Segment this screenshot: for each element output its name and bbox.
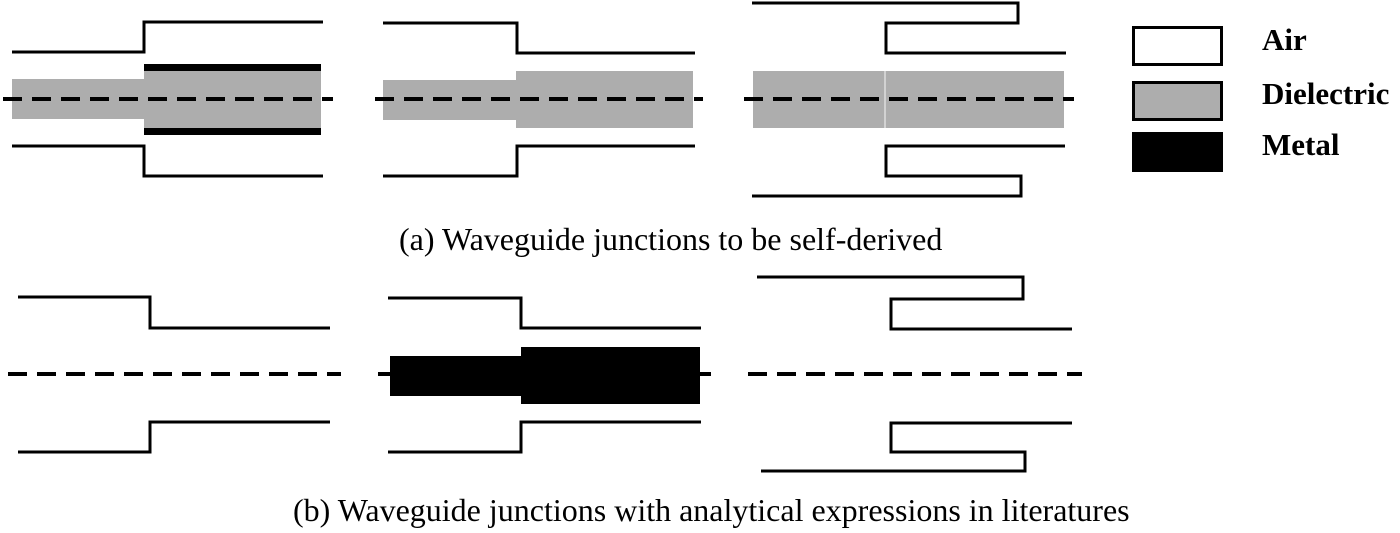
legend-swatch-metal [1132,132,1223,172]
bottom-wall [12,144,323,178]
dielectric-slab-wide [144,71,321,128]
metal-fin-wide [521,347,700,404]
legend-label-dielectric: Dielectric [1262,76,1390,111]
legend-swatch-air [1132,26,1223,66]
legend-label-air: Air [1262,22,1307,57]
diagram-b2-metal-fin-step-junction [378,296,711,454]
bottom-wall [761,421,1072,473]
bottom-wall [383,144,695,178]
caption-b: (b) Waveguide junctions with analytical … [293,492,1130,528]
top-wall [12,20,323,54]
top-wall [388,296,701,330]
diagram-b1-step-junction-air [8,295,341,454]
bottom-wall [752,144,1065,198]
diagram-b3-overlap-junction-air [748,275,1082,473]
caption-a: (a) Waveguide junctions to be self-deriv… [399,221,943,257]
top-wall [18,295,330,330]
metal-cladding-bottom [144,128,321,135]
diagram-a2-step-junction-dielectric-step [375,21,703,178]
metal-cladding-top [144,64,321,71]
bottom-wall [388,420,701,454]
diagram-a1-step-junction-dielectric-metal-clad [3,20,333,178]
legend-label-metal: Metal [1262,127,1340,162]
dielectric-slab-wide [516,71,693,128]
diagram-a3-overlap-junction-dielectric [744,1,1074,198]
legend-swatch-dielectric [1132,81,1223,121]
bottom-wall [18,420,330,454]
metal-fin-narrow [390,356,521,396]
top-wall [757,275,1072,331]
top-wall [383,21,695,55]
top-wall [752,1,1066,55]
